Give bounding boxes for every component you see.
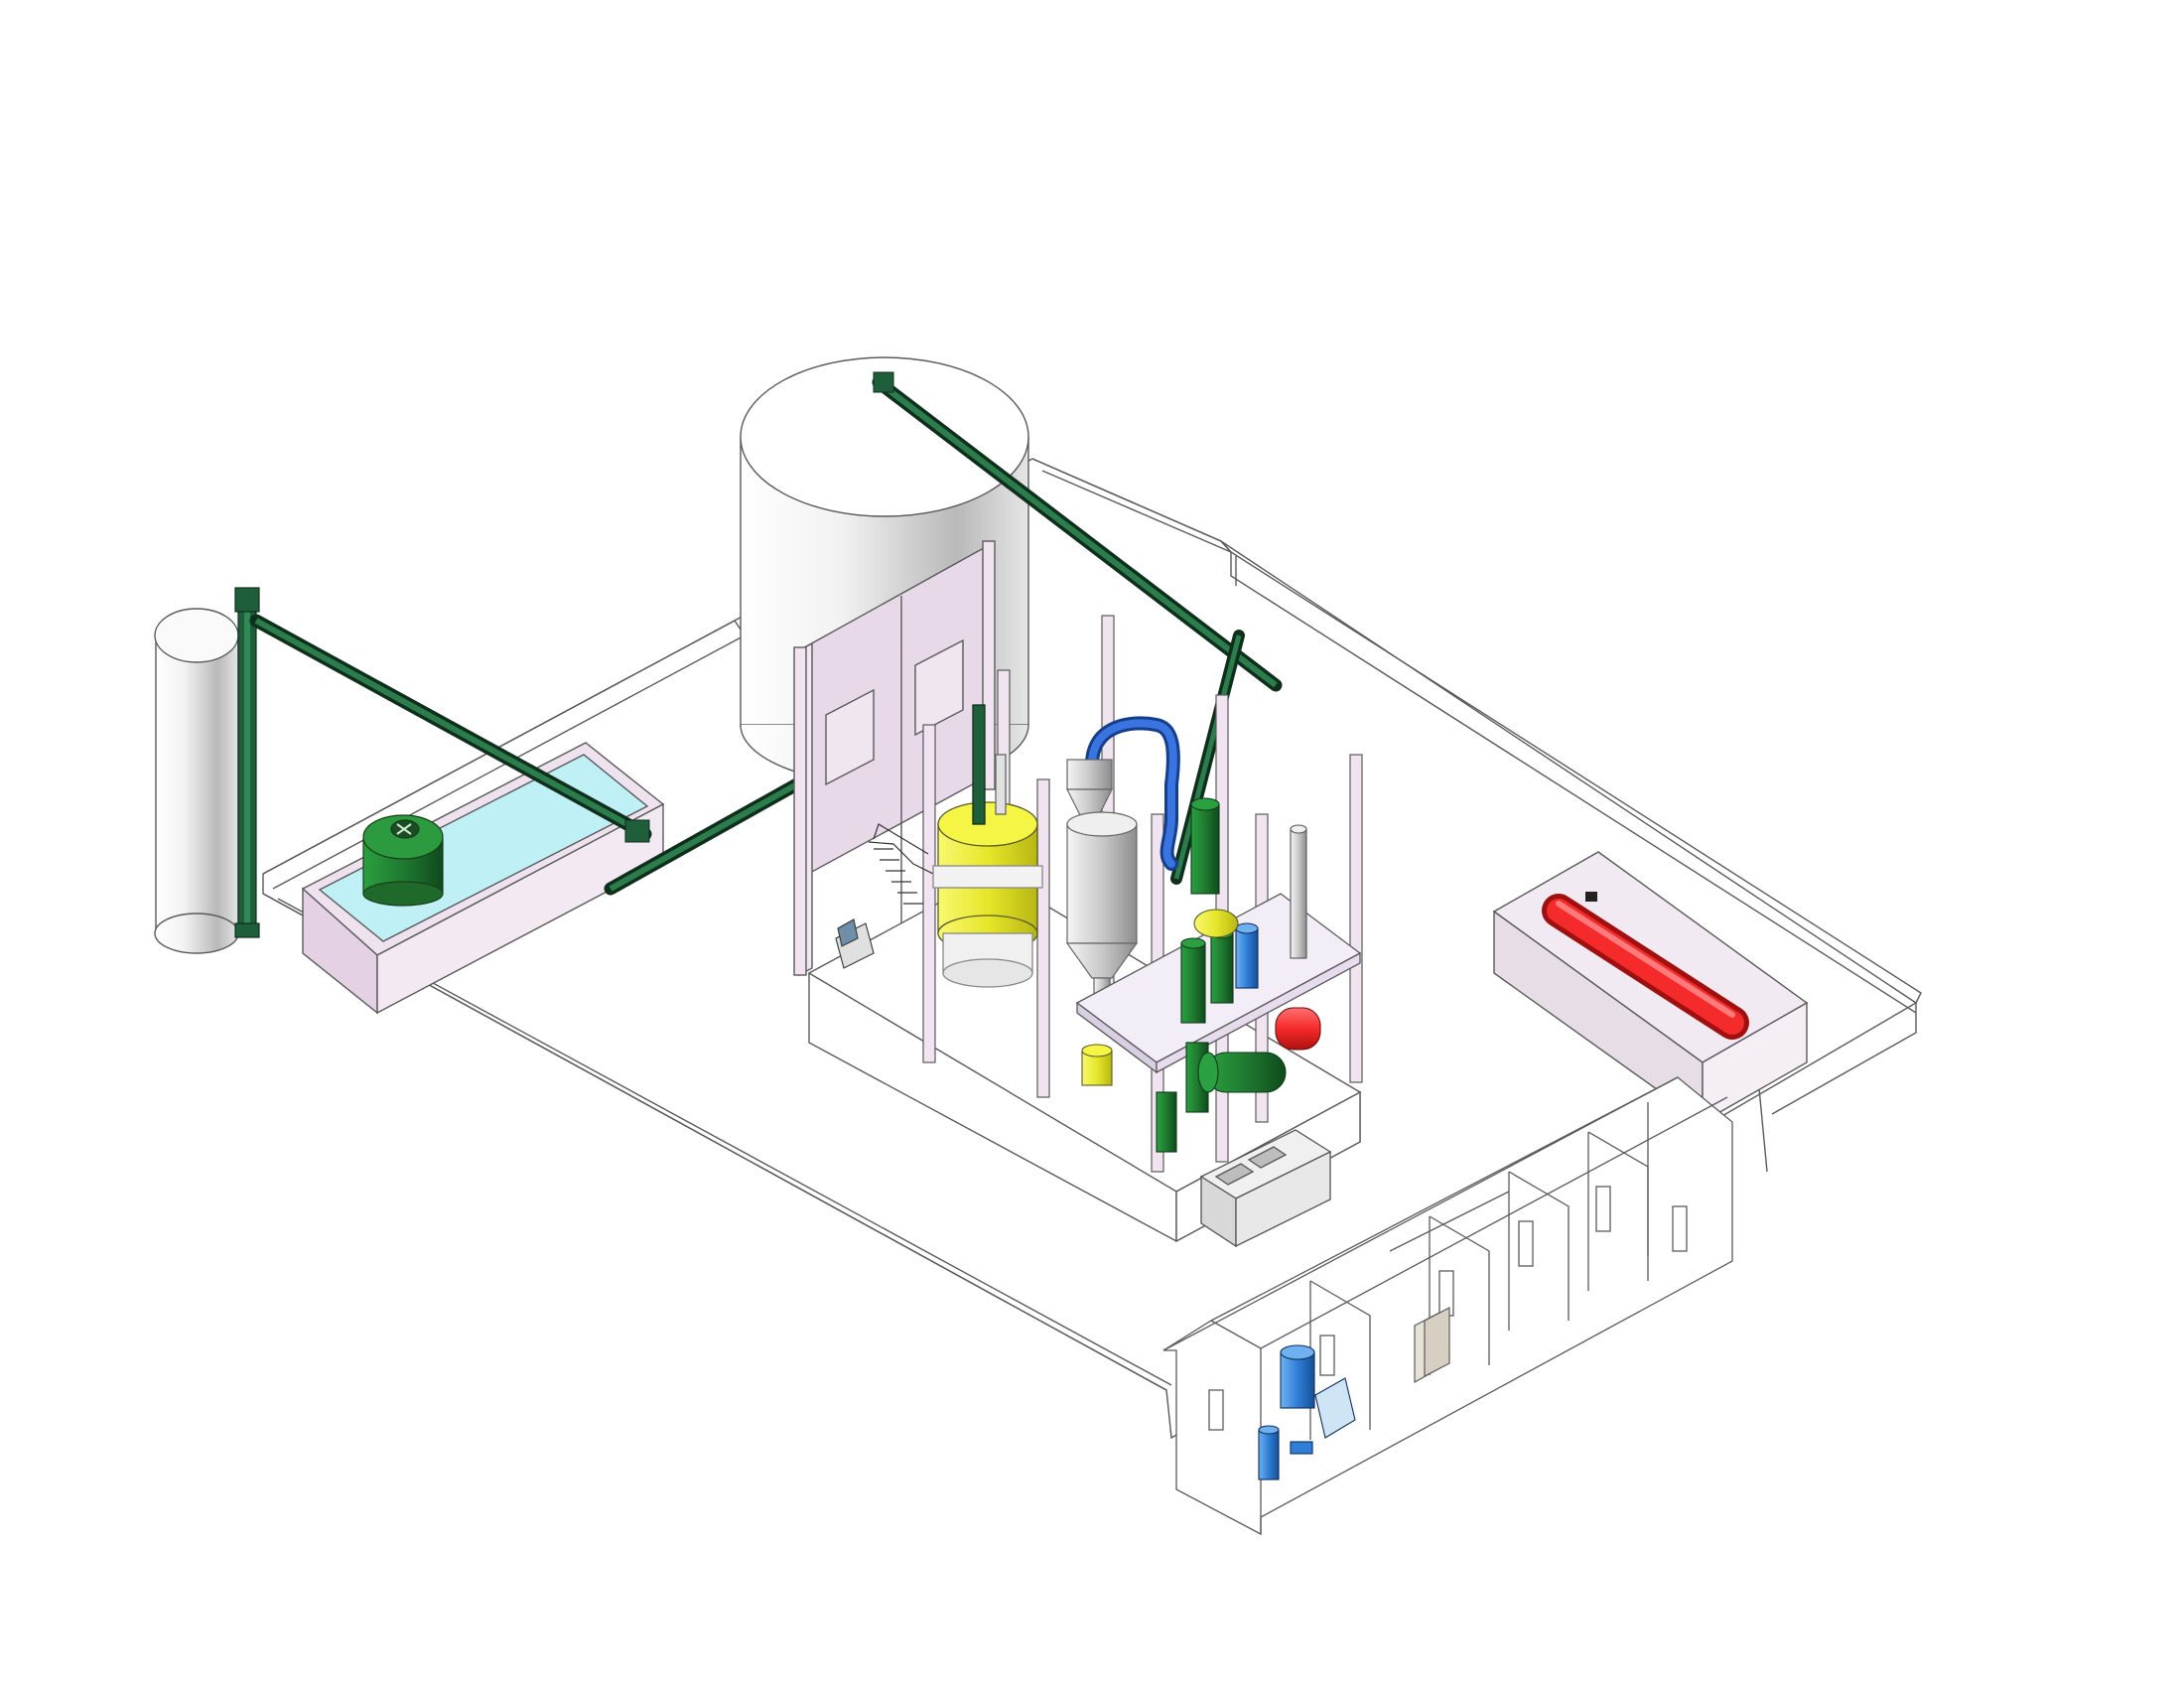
yellow-reactor (932, 704, 1043, 988)
yellow-small-vessels (1081, 909, 1239, 1086)
red-vessel (1275, 1007, 1321, 1051)
blue-compressor (1258, 1344, 1356, 1480)
bucket-elevator (234, 587, 260, 938)
staircase (868, 823, 954, 905)
screw-conveyor-top (872, 371, 1283, 692)
screw-conveyor-left (249, 614, 652, 843)
red-fuel-tank (1542, 892, 1749, 1040)
control-console (835, 918, 875, 969)
green-storage-tank (362, 814, 444, 907)
inclined-conveyor (1170, 630, 1245, 885)
steel-column (1290, 824, 1307, 959)
blue-duct (1085, 716, 1180, 871)
left-silo (154, 608, 239, 954)
blue-vessel (1235, 922, 1259, 989)
control-cabinet (1414, 1307, 1450, 1384)
utility-building (1162, 1076, 1733, 1536)
green-vessel-group (1156, 797, 1287, 1153)
condensate-tank-box (1199, 1129, 1332, 1248)
